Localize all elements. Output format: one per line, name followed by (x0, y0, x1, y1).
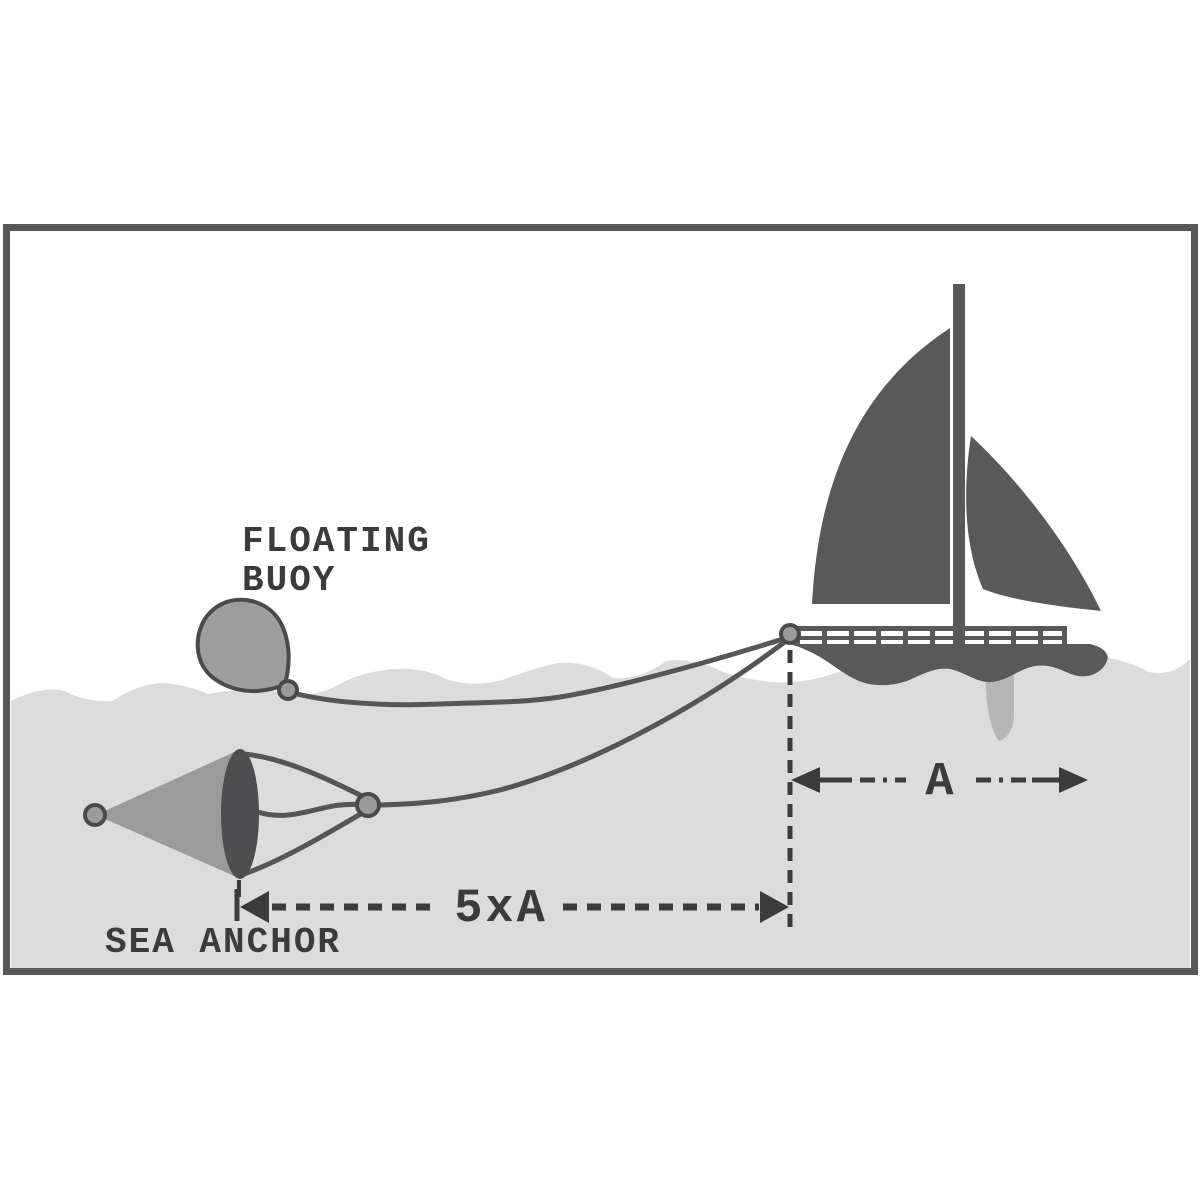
anchor-cone-body (96, 749, 241, 879)
scene: 5xA A FLOATING BUOY SEA ANCHOR (11, 284, 1190, 968)
rode-length-dimension: 5xA (234, 883, 789, 936)
jib-sail (966, 436, 1101, 611)
floating-buoy (195, 597, 299, 701)
deck-railing (795, 626, 1067, 646)
boat-dim-arrowhead-left (791, 767, 820, 793)
boat-length-dimension: A (791, 756, 1088, 809)
buoy-balloon (195, 597, 291, 694)
bridle-top-rope (241, 751, 369, 801)
main-sail (812, 328, 950, 604)
rode-dim-arrowhead-right (760, 891, 789, 923)
rode-dim-arrowhead-left (240, 891, 269, 923)
hull (789, 644, 1108, 686)
anchor-apex-swivel (83, 803, 107, 827)
buoy-knot (277, 679, 299, 701)
boat-dim-arrowhead-right (1059, 767, 1088, 793)
buoy-line-rope (294, 636, 786, 708)
bridle-ring (355, 792, 381, 818)
trip-line-rope (255, 801, 365, 818)
sailboat (789, 284, 1108, 741)
sea-anchor-label: SEA ANCHOR (105, 922, 341, 963)
water-surface (11, 656, 1190, 968)
anchor-rode-rope (376, 638, 789, 808)
keel-fin (985, 664, 1014, 741)
rode-length-label: 5xA (454, 883, 548, 936)
mast (953, 284, 965, 644)
floating-buoy-label-line1: FLOATING (242, 521, 431, 562)
boat-length-label: A (925, 756, 956, 809)
ropes (238, 636, 789, 878)
anchor-cone-mouth (221, 749, 259, 879)
sea-anchor (83, 749, 381, 897)
bridle-bottom-rope (238, 809, 367, 878)
bow-attachment-point (779, 623, 801, 645)
floating-buoy-label-line2: BUOY (242, 560, 336, 601)
